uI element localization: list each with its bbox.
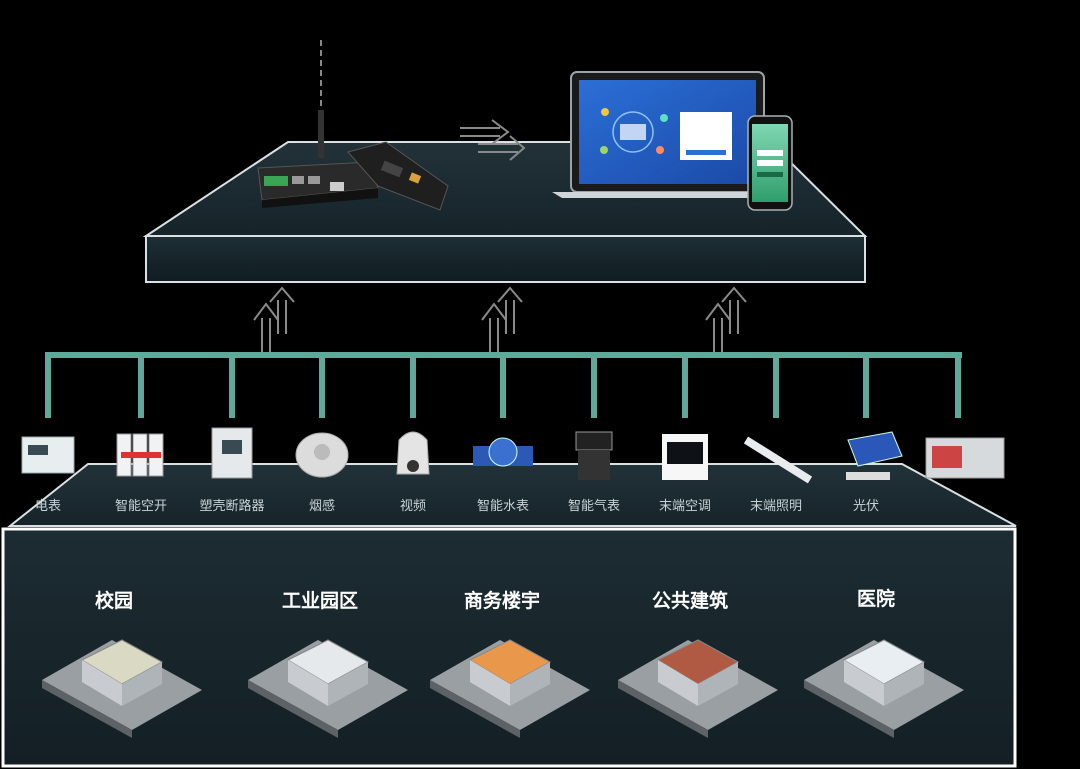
office-towers-icon — [430, 639, 590, 738]
gateway-device-icon — [257, 40, 379, 208]
router-device-icon — [347, 141, 449, 211]
scenario-title: 商务楼宇 — [463, 590, 540, 612]
industrial-park-icon — [248, 639, 408, 738]
device-label: 智能气表 — [567, 499, 620, 514]
scenario-illustrations — [42, 639, 964, 738]
upward-arrows — [253, 286, 747, 352]
camera-icon — [396, 431, 430, 475]
device-icons — [21, 427, 1005, 484]
device-label: 智能空开 — [114, 499, 167, 514]
device-label: 电表 — [34, 499, 61, 514]
scenario-title: 校园 — [94, 590, 133, 612]
smartphone-icon — [747, 115, 793, 211]
device-label: 末端空调 — [658, 499, 711, 514]
laptop-icon — [552, 71, 784, 198]
smoke-detector-icon — [295, 432, 349, 478]
gas-meter-icon — [575, 431, 613, 480]
smart-breaker-icon — [116, 433, 164, 477]
device-bus-line — [45, 352, 962, 418]
device-label: 光伏 — [852, 499, 879, 514]
up-arrow-icon — [705, 286, 747, 352]
up-arrow-icon — [481, 286, 523, 352]
data-flow-arrow-icon — [460, 119, 526, 161]
molded-case-breaker-icon — [211, 427, 253, 479]
thermostat-icon — [662, 434, 708, 480]
device-label: 智能水表 — [476, 499, 529, 514]
device-label: 塑壳断路器 — [199, 499, 265, 514]
water-meter-icon — [473, 437, 533, 467]
scenario-title: 公共建筑 — [651, 590, 728, 612]
public-building-icon — [618, 639, 778, 738]
light-tube-icon — [743, 436, 813, 484]
campus-buildings-icon — [42, 639, 202, 738]
storage-container-icon — [925, 437, 1005, 479]
solar-panel-icon — [846, 431, 903, 480]
scenario-title: 医院 — [856, 588, 895, 610]
electric-meter-icon — [21, 436, 75, 474]
device-label: 视频 — [399, 499, 426, 514]
scenario-title: 工业园区 — [281, 590, 358, 612]
device-label: 末端照明 — [749, 499, 802, 514]
hospital-icon — [804, 639, 964, 738]
up-arrow-icon — [253, 286, 295, 352]
device-platform — [7, 463, 1017, 527]
device-label: 烟感 — [308, 499, 335, 514]
